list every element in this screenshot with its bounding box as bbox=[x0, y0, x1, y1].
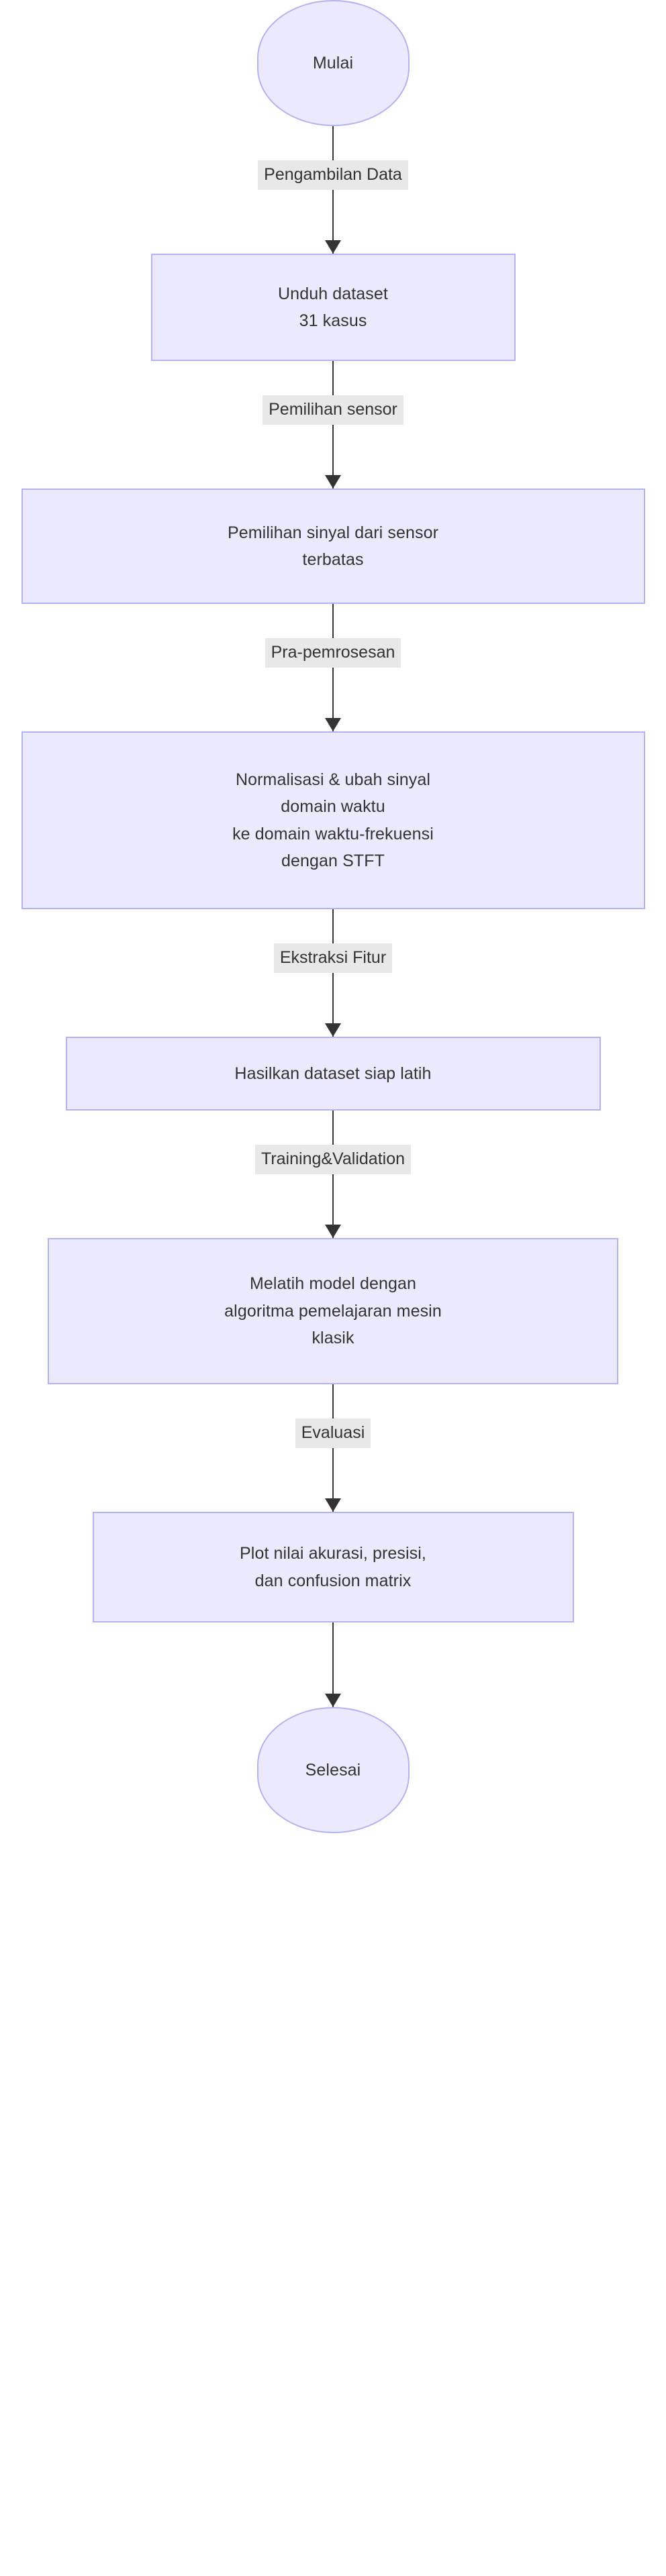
node-melatih-model-label: Melatih model dengan algoritma pemelajar… bbox=[224, 1274, 442, 1348]
node-start[interactable]: Mulai bbox=[256, 0, 410, 126]
edge-label-pengambilan-data: Pengambilan Data bbox=[258, 160, 408, 190]
edge-line bbox=[332, 909, 334, 1037]
edge-norm-to-hasil: Ekstraksi Fitur bbox=[0, 909, 666, 1037]
arrowhead-icon bbox=[325, 240, 341, 254]
node-melatih-model[interactable]: Melatih model dengan algoritma pemelajar… bbox=[48, 1238, 618, 1384]
node-unduh-dataset-label: Unduh dataset 31 kasus bbox=[278, 284, 388, 331]
edge-line bbox=[332, 1622, 334, 1707]
edge-unduh-to-pilih: Pemilihan sensor bbox=[0, 361, 666, 488]
node-end-label: Selesai bbox=[305, 1760, 361, 1780]
edge-latih-to-plot: Evaluasi bbox=[0, 1384, 666, 1512]
arrowhead-icon bbox=[325, 1225, 341, 1238]
edge-hasil-to-latih: Training&Validation bbox=[0, 1111, 666, 1238]
edge-line bbox=[332, 604, 334, 731]
edge-plot-to-end bbox=[0, 1622, 666, 1707]
arrowhead-icon bbox=[325, 718, 341, 731]
node-unduh-dataset[interactable]: Unduh dataset 31 kasus bbox=[150, 254, 516, 361]
edge-label-training-validation: Training&Validation bbox=[254, 1145, 411, 1174]
edge-line bbox=[332, 126, 334, 254]
arrowhead-icon bbox=[325, 1023, 341, 1037]
node-normalisasi-stft-label: Normalisasi & ubah sinyal domain waktu k… bbox=[232, 770, 434, 871]
node-end[interactable]: Selesai bbox=[256, 1707, 410, 1833]
edge-label-pra-pemrosesan: Pra-pemrosesan bbox=[265, 638, 401, 668]
edge-label-evaluasi: Evaluasi bbox=[295, 1419, 371, 1448]
flowchart-flow: Mulai Pengambilan Data Unduh dataset 31 … bbox=[0, 0, 666, 1833]
node-plot-metrik-label: Plot nilai akurasi, presisi, dan confusi… bbox=[240, 1544, 426, 1590]
node-pemilihan-sinyal-label: Pemilihan sinyal dari sensor terbatas bbox=[227, 523, 439, 570]
node-pemilihan-sinyal[interactable]: Pemilihan sinyal dari sensor terbatas bbox=[21, 488, 645, 604]
node-normalisasi-stft[interactable]: Normalisasi & ubah sinyal domain waktu k… bbox=[21, 731, 645, 909]
edge-line bbox=[332, 361, 334, 488]
edge-pilih-to-norm: Pra-pemrosesan bbox=[0, 604, 666, 731]
edge-label-ekstraksi-fitur: Ekstraksi Fitur bbox=[273, 943, 393, 973]
node-hasilkan-dataset-label: Hasilkan dataset siap latih bbox=[234, 1064, 432, 1083]
edge-line bbox=[332, 1111, 334, 1238]
node-plot-metrik[interactable]: Plot nilai akurasi, presisi, dan confusi… bbox=[92, 1512, 574, 1622]
arrowhead-icon bbox=[325, 1498, 341, 1512]
edge-line bbox=[332, 1384, 334, 1512]
node-start-label: Mulai bbox=[312, 53, 354, 72]
edge-start-to-unduh: Pengambilan Data bbox=[0, 126, 666, 254]
arrowhead-icon bbox=[325, 475, 341, 488]
edge-label-pemilihan-sensor: Pemilihan sensor bbox=[263, 395, 403, 425]
arrowhead-icon bbox=[325, 1694, 341, 1707]
node-hasilkan-dataset[interactable]: Hasilkan dataset siap latih bbox=[65, 1037, 601, 1111]
